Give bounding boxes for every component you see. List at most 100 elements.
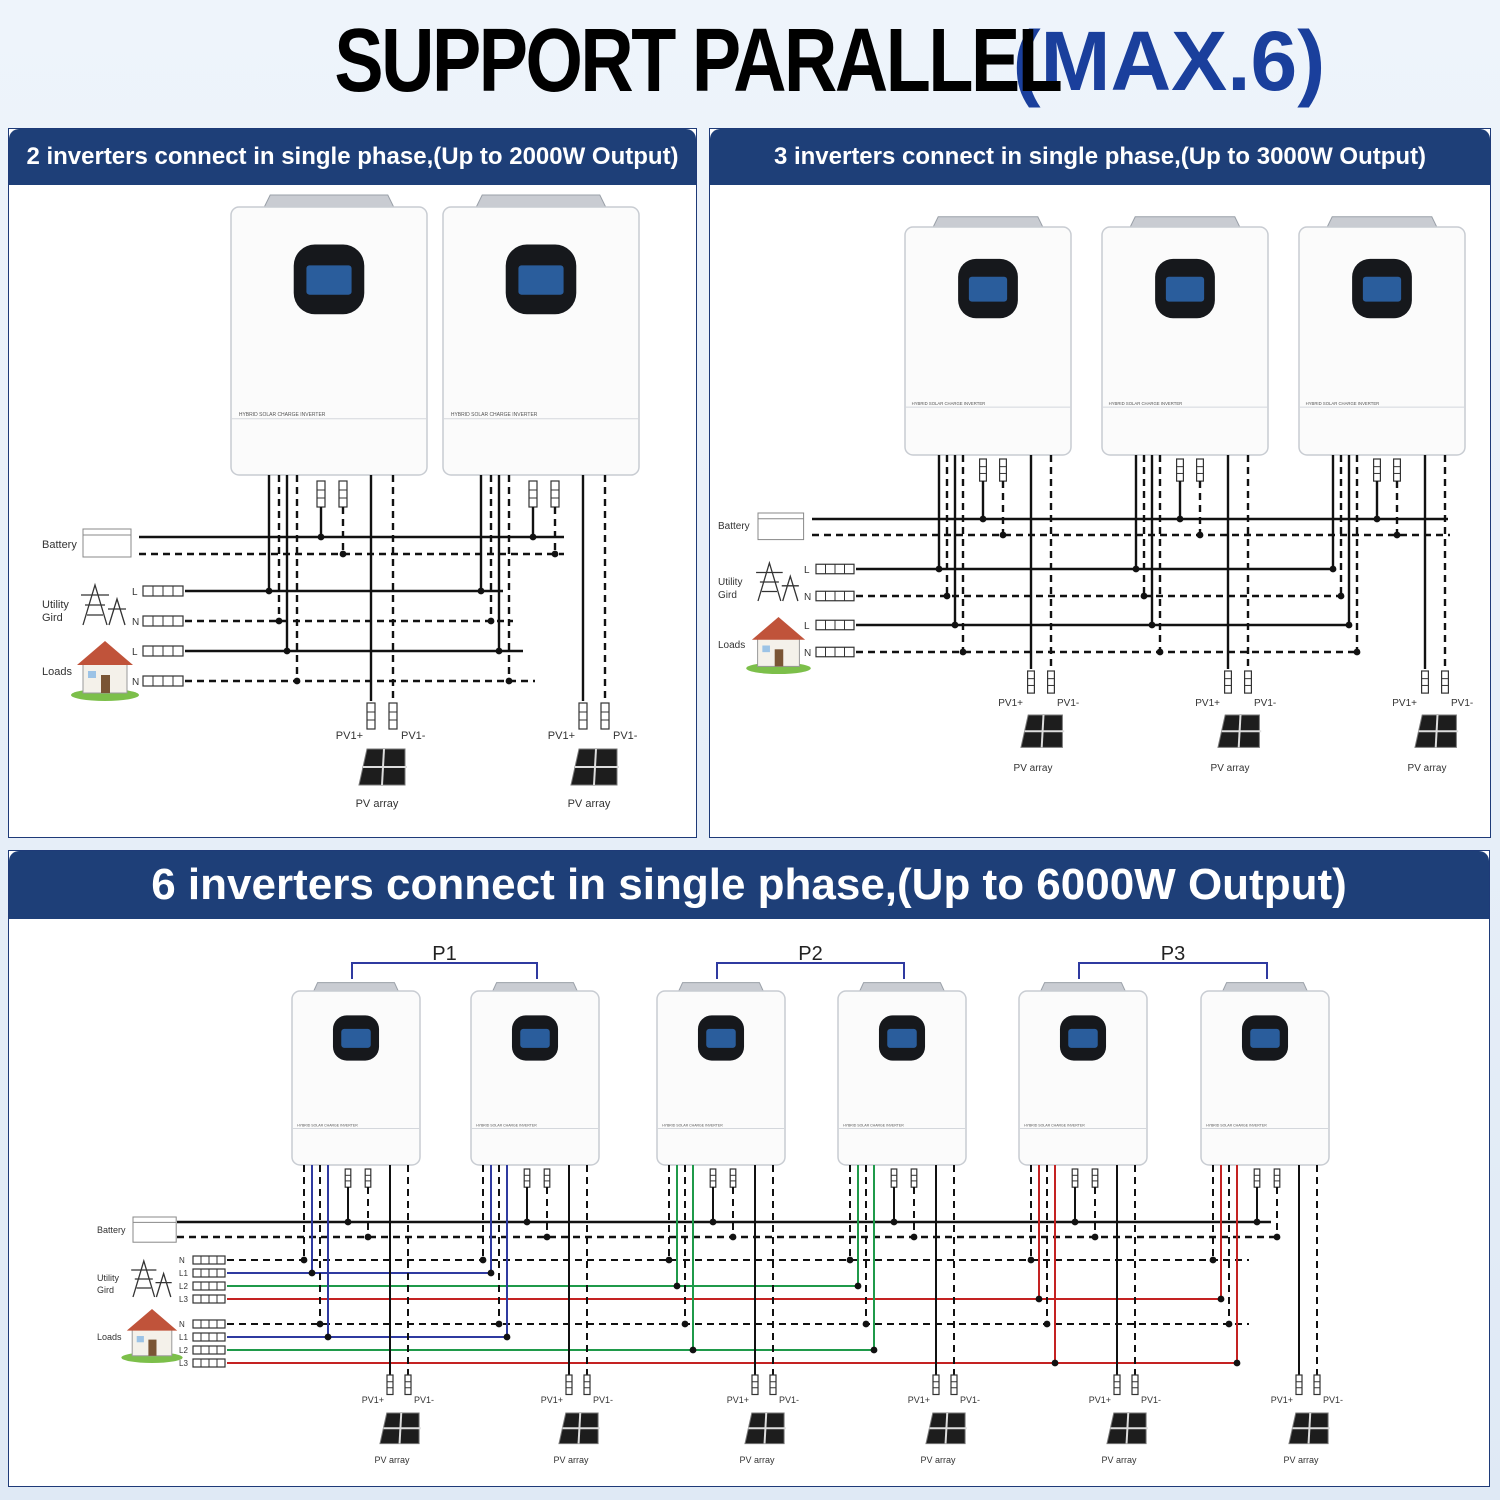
junction-dot [846, 1256, 854, 1264]
fuse-icon [600, 702, 610, 730]
junction-dot [1209, 1256, 1217, 1264]
junction-dot [316, 1320, 324, 1328]
fuse-icon [578, 702, 588, 730]
inverter-screen [706, 1028, 736, 1048]
fuse-icon [1113, 1374, 1121, 1396]
pv-plus-label: PV1+ [548, 730, 575, 742]
inverter-unit [1101, 226, 1269, 456]
pv-minus-label: PV1- [414, 1395, 434, 1405]
mounting-bracket [475, 194, 607, 208]
pv-minus-label: PV1- [1323, 1395, 1343, 1405]
mounting-bracket [1039, 982, 1127, 992]
junction-dot [1196, 531, 1204, 539]
inverter-model-label: HYBRID SOLAR CHARGE INVERTER [239, 412, 326, 418]
junction-dot [1140, 592, 1148, 600]
pylon-tower [756, 560, 783, 602]
junction-dot [689, 1346, 697, 1354]
pv-minus-label: PV1- [593, 1395, 613, 1405]
line-label: N [804, 592, 811, 603]
pv-plus-label: PV1+ [1392, 698, 1417, 709]
junction-dot [1071, 1218, 1079, 1226]
fuse-icon [1253, 1168, 1261, 1188]
pv-plus-label: PV1+ [1089, 1395, 1111, 1405]
pv-plus-label: PV1+ [727, 1395, 749, 1405]
pylon-tower [131, 1258, 157, 1298]
group-label: P3 [1161, 943, 1185, 965]
pv-plus-label: PV1+ [362, 1395, 384, 1405]
group-bracket [351, 962, 538, 979]
mounting-bracket [932, 216, 1044, 228]
junction-dot [1329, 565, 1337, 573]
inverter-unit [1200, 990, 1330, 1166]
junction-dot [1091, 1233, 1099, 1241]
junction-dot [487, 617, 495, 625]
panel-six-inverters: 6 inverters connect in single phase,(Up … [8, 850, 1490, 1487]
junction-dot [1393, 531, 1401, 539]
house-window [88, 671, 96, 678]
mounting-bracket [858, 982, 946, 992]
pv-plus-label: PV1+ [336, 730, 363, 742]
pv-minus-label: PV1- [779, 1395, 799, 1405]
inverter-model-label: HYBRID SOLAR CHARGE INVERTER [912, 401, 986, 406]
junction-dot [1035, 1295, 1043, 1303]
inverter-unit [230, 206, 428, 476]
fuse-icon [386, 1374, 394, 1396]
inverter-screen [520, 1028, 550, 1048]
junction-dot [854, 1282, 862, 1290]
junction-dot [265, 587, 273, 595]
inverter-screen [968, 276, 1008, 302]
house-roof [77, 641, 133, 665]
inverter-model-label: HYBRID SOLAR CHARGE INVERTER [476, 1124, 537, 1128]
fuse-icon [344, 1168, 352, 1188]
mounting-bracket [263, 194, 395, 208]
inverter-screen [341, 1028, 371, 1048]
fuse-icon [1223, 670, 1232, 694]
pv-minus-label: PV1- [1141, 1395, 1161, 1405]
fuse-icon [316, 480, 326, 508]
inverter-unit [904, 226, 1072, 456]
fuse-icon [1440, 670, 1449, 694]
fuse-icon [1420, 670, 1429, 694]
fuse-icon [751, 1374, 759, 1396]
fuse-icon [729, 1168, 737, 1188]
house-window [762, 645, 770, 653]
fuse-icon [1392, 458, 1401, 482]
fuse-icon [523, 1168, 531, 1188]
fuse-icon [1295, 1374, 1303, 1396]
utility-label: Utility [718, 577, 742, 588]
group-label: P1 [432, 943, 456, 965]
junction-dot [1353, 648, 1361, 656]
junction-dot [503, 1333, 511, 1341]
line-label: L1 [179, 1333, 188, 1342]
pv-plus-label: PV1+ [908, 1395, 930, 1405]
inverter-model-label: HYBRID SOLAR CHARGE INVERTER [843, 1124, 904, 1128]
junction-dot [1253, 1218, 1261, 1226]
fuse-icon [565, 1374, 573, 1396]
utility-label: Gird [718, 590, 737, 601]
inverter-unit [656, 990, 786, 1166]
house-roof [126, 1309, 178, 1331]
junction-dot [479, 1256, 487, 1264]
pv-minus-label: PV1- [613, 730, 638, 742]
junction-dot [364, 1233, 372, 1241]
inverter-model-label: HYBRID SOLAR CHARGE INVERTER [297, 1124, 358, 1128]
pv-minus-label: PV1- [960, 1395, 980, 1405]
house-window [136, 1336, 144, 1343]
junction-dot [979, 515, 987, 523]
battery-icon [132, 1216, 177, 1243]
house-door [148, 1339, 157, 1356]
junction-dot [1337, 592, 1345, 600]
line-label: L [804, 565, 810, 576]
junction-dot [505, 677, 513, 685]
pv-array-label: PV array [920, 1455, 956, 1465]
fuse-icon [950, 1374, 958, 1396]
junction-dot [709, 1218, 717, 1226]
inverter-unit [291, 990, 421, 1166]
fuse-icon [528, 480, 538, 508]
line-label: L3 [179, 1359, 188, 1368]
fuse-icon [388, 702, 398, 730]
loads-label: Loads [42, 666, 72, 678]
junction-dot [551, 550, 559, 558]
junction-dot [943, 592, 951, 600]
